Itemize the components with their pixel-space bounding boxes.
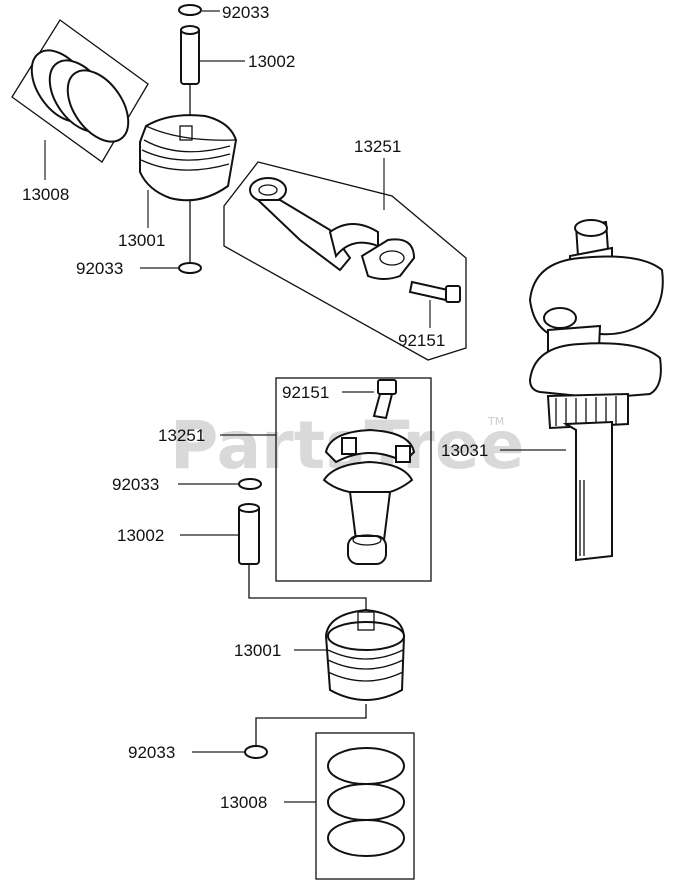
label-92033-top-lower[interactable]: 92033 bbox=[76, 259, 123, 278]
piston-rings-bottom[interactable] bbox=[315, 732, 415, 880]
label-92033-bottom[interactable]: 92033 bbox=[128, 743, 175, 762]
label-13001-top[interactable]: 13001 bbox=[118, 231, 165, 250]
rod-bolt-top[interactable] bbox=[408, 280, 461, 303]
label-13002-top[interactable]: 13002 bbox=[248, 52, 295, 71]
label-92033-top[interactable]: 92033 bbox=[222, 3, 269, 22]
piston-pin-top[interactable] bbox=[180, 25, 200, 85]
label-13008-top[interactable]: 13008 bbox=[22, 185, 69, 204]
label-13251-top[interactable]: 13251 bbox=[354, 137, 401, 156]
piston-pin-clip-middle[interactable] bbox=[238, 478, 262, 490]
piston-pin-clip-top-lower[interactable] bbox=[178, 262, 202, 274]
label-13031[interactable]: 13031 bbox=[441, 441, 488, 460]
label-13002-middle[interactable]: 13002 bbox=[117, 526, 164, 545]
piston-pin-clip-bottom[interactable] bbox=[244, 745, 268, 759]
watermark-trademark: TM bbox=[487, 415, 504, 428]
label-92151-middle[interactable]: 92151 bbox=[282, 383, 329, 402]
crankshaft[interactable] bbox=[528, 219, 664, 562]
piston-bottom[interactable] bbox=[324, 608, 406, 701]
rod-bolt-middle[interactable] bbox=[372, 379, 397, 420]
label-13251-middle[interactable]: 13251 bbox=[158, 426, 205, 445]
piston-pin-middle[interactable] bbox=[238, 503, 260, 565]
label-13008-bottom[interactable]: 13008 bbox=[220, 793, 267, 812]
label-13001-bottom[interactable]: 13001 bbox=[234, 641, 281, 660]
label-92151-top[interactable]: 92151 bbox=[398, 331, 445, 350]
label-92033-middle[interactable]: 92033 bbox=[112, 475, 159, 494]
piston-pin-clip-top[interactable] bbox=[178, 4, 202, 16]
piston-rings-top[interactable] bbox=[11, 19, 149, 163]
connecting-rod-group-top[interactable] bbox=[223, 161, 467, 361]
connecting-rod-group-middle[interactable] bbox=[275, 377, 432, 582]
piston-top[interactable] bbox=[139, 114, 238, 202]
